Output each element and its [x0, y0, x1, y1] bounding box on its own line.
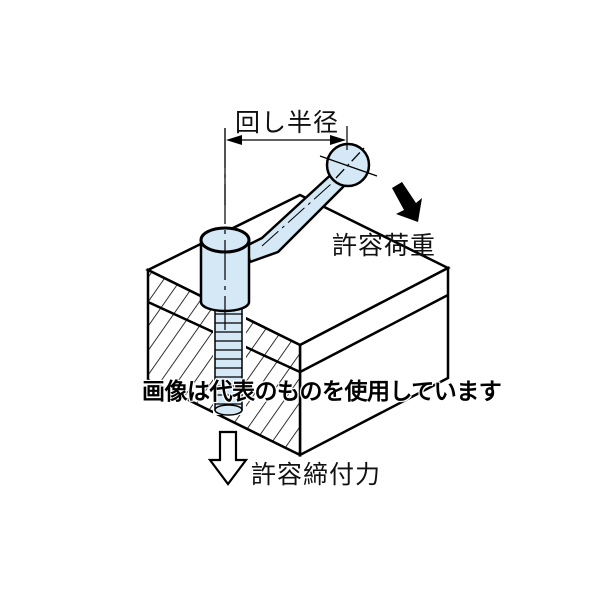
- solid-down-right-arrow-icon: [392, 182, 422, 222]
- allowable-load-label: 許容荷重: [332, 231, 437, 260]
- block-layer-line: [299, 293, 449, 374]
- radius-dimension: [224, 126, 348, 205]
- allowable-clamping-force-label: 許容締付力: [251, 460, 382, 489]
- hollow-down-arrow-icon: [207, 430, 249, 486]
- ball-knob: [319, 142, 378, 188]
- turning-radius-label: 回し半径: [235, 108, 340, 137]
- representative-image-watermark: 画像は代表のものを使用しています: [142, 379, 502, 405]
